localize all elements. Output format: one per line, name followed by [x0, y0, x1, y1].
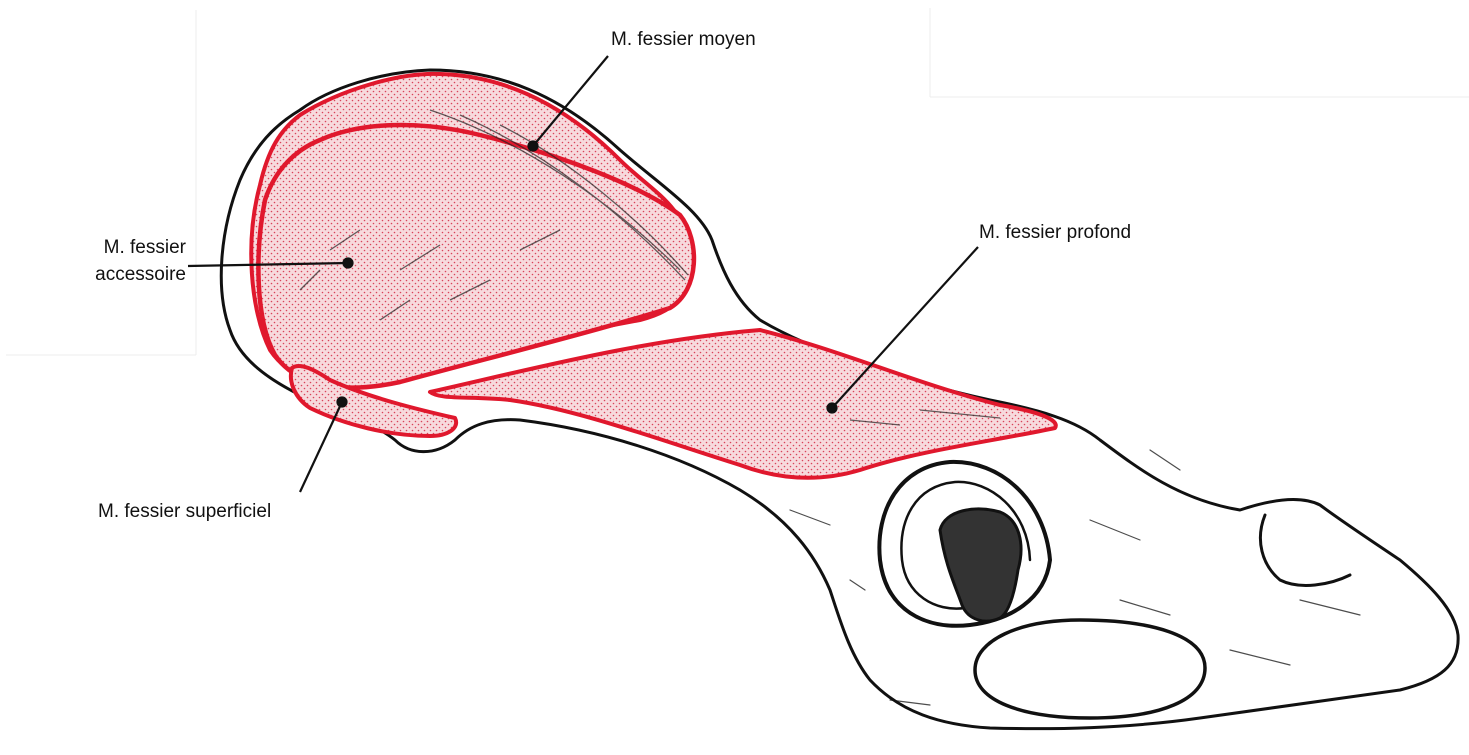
muscle-areas — [251, 74, 1055, 478]
leader-superficiel — [300, 402, 342, 492]
label-fessier-accessoire-line1: M. fessier — [104, 237, 187, 258]
leader-superficiel-dot — [338, 398, 347, 407]
label-fessier-profond: M. fessier profond — [979, 222, 1131, 243]
leader-moyen-dot — [529, 142, 538, 151]
label-fessier-accessoire-line2: accessoire — [95, 264, 186, 285]
label-fessier-moyen: M. fessier moyen — [611, 29, 756, 50]
leader-profond-dot — [828, 404, 837, 413]
leader-accessoire-dot — [344, 259, 353, 268]
label-fessier-superficiel: M. fessier superficiel — [98, 501, 271, 522]
